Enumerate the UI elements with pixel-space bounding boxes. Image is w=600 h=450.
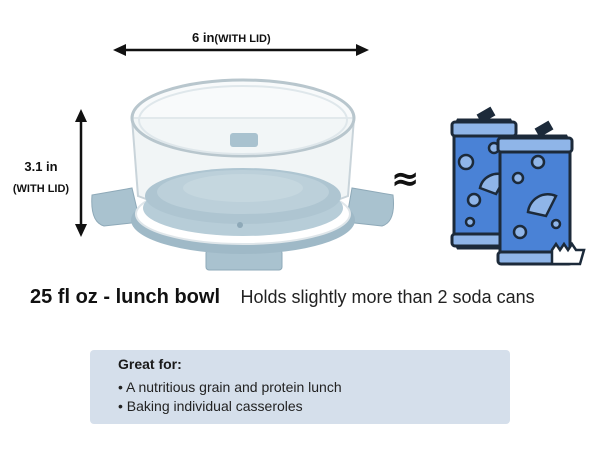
height-note: (WITH LID) <box>12 183 70 195</box>
width-value: 6 in <box>192 30 215 45</box>
headline: 25 fl oz - lunch bowl Holds slightly mor… <box>30 286 535 309</box>
info-box: Great for: A nutritious grain and protei… <box>90 350 510 424</box>
width-note: (WITH LID) <box>214 33 271 45</box>
soda-can-icon <box>496 120 586 266</box>
info-title: Great for: <box>118 356 182 372</box>
height-arrow-icon <box>75 109 87 237</box>
info-list: A nutritious grain and protein lunch Bak… <box>118 378 510 416</box>
product-subtitle: Holds slightly more than 2 soda cans <box>240 287 535 307</box>
list-item: Baking individual casseroles <box>118 397 510 416</box>
height-value: 3.1 in <box>24 159 58 174</box>
glass-bowl-icon <box>91 78 394 271</box>
width-label: 6 in(WITH LID) <box>192 30 271 45</box>
approx-symbol: ≈ <box>391 159 420 199</box>
width-arrow-icon <box>113 44 369 56</box>
product-title: 25 fl oz - lunch bowl <box>30 286 220 308</box>
list-item: A nutritious grain and protein lunch <box>118 378 510 397</box>
height-label: 3.1 in (WITH LID) <box>6 156 76 200</box>
